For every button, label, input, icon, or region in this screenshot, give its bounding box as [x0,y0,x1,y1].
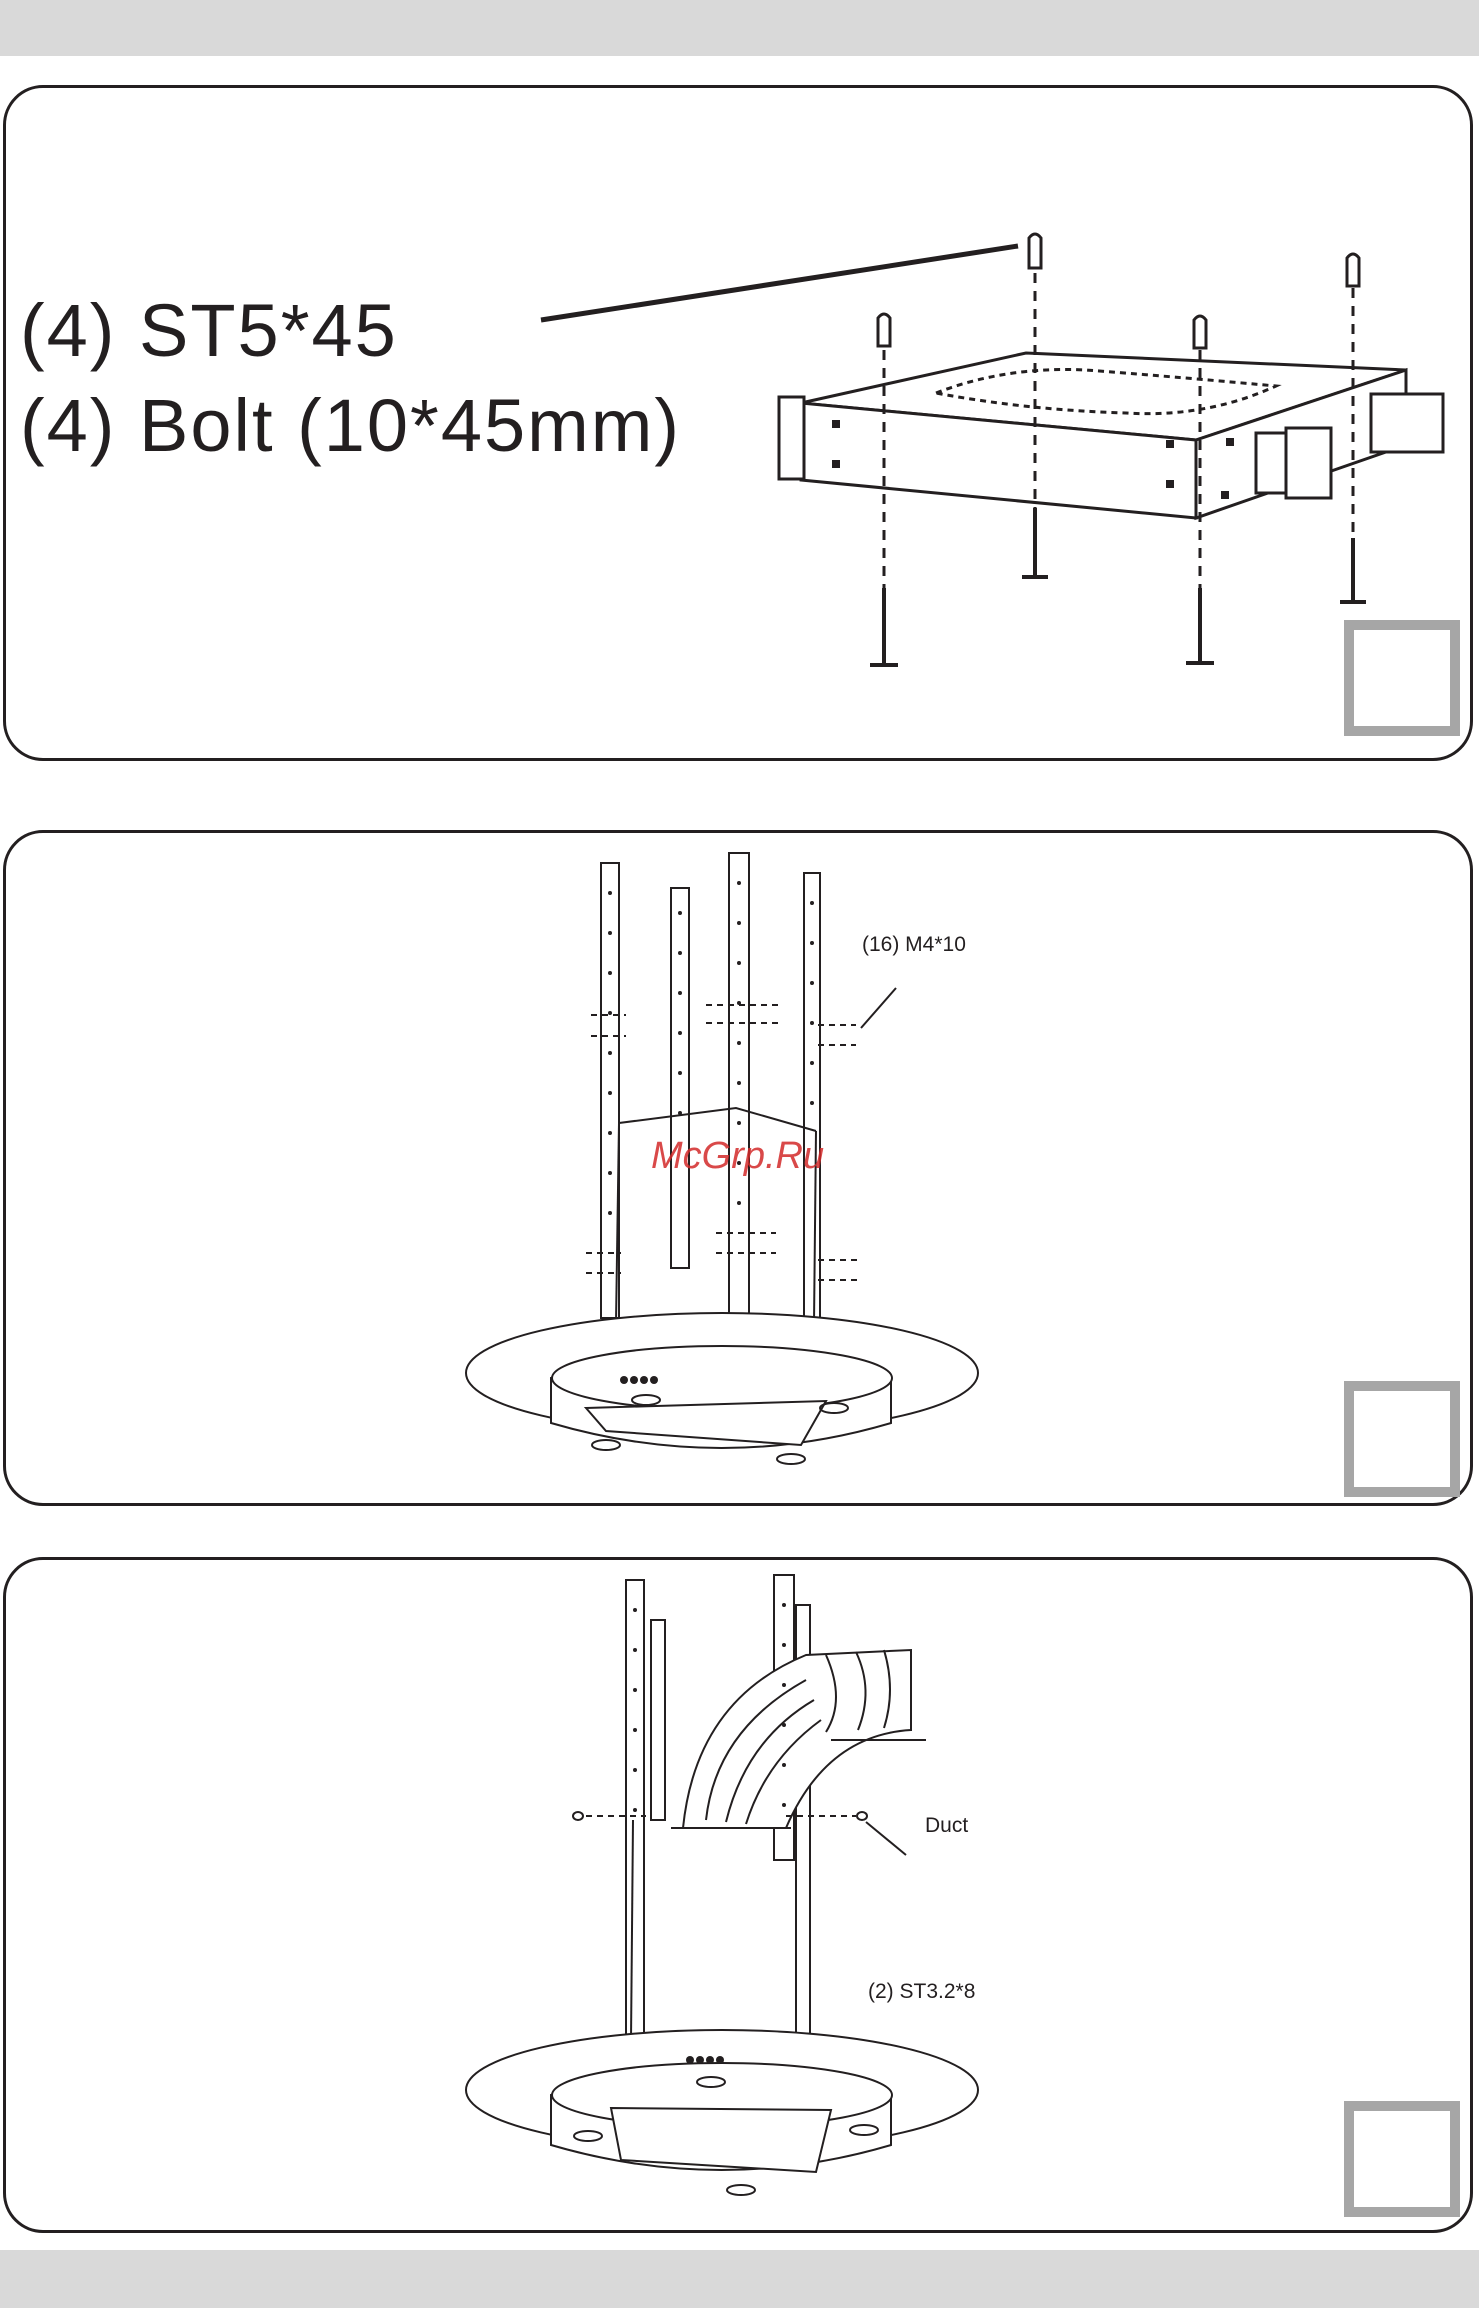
footer-band [0,2250,1479,2308]
step-checkbox-3[interactable] [1344,2101,1460,2217]
step-checkbox-1[interactable] [1344,620,1460,736]
step-panel-1: (4) ST5*45 (4) Bolt (10*45mm) [3,85,1473,761]
step-checkbox-2[interactable] [1344,1381,1460,1497]
callout-screws-st32: (2) ST3.2*8 [868,1980,975,2004]
header-band [0,0,1479,56]
callout-duct: Duct [925,1814,968,1838]
step-panel-2: (16) M4*10 McGrp.Ru [3,830,1473,1506]
callout-screws-m4: (16) M4*10 [862,933,966,957]
duct-install-diagram [6,1560,1470,2230]
step-panel-3: Duct (2) ST3.2*8 [3,1557,1473,2233]
mounting-bracket-diagram [6,88,1470,758]
watermark: McGrp.Ru [651,1135,824,1178]
